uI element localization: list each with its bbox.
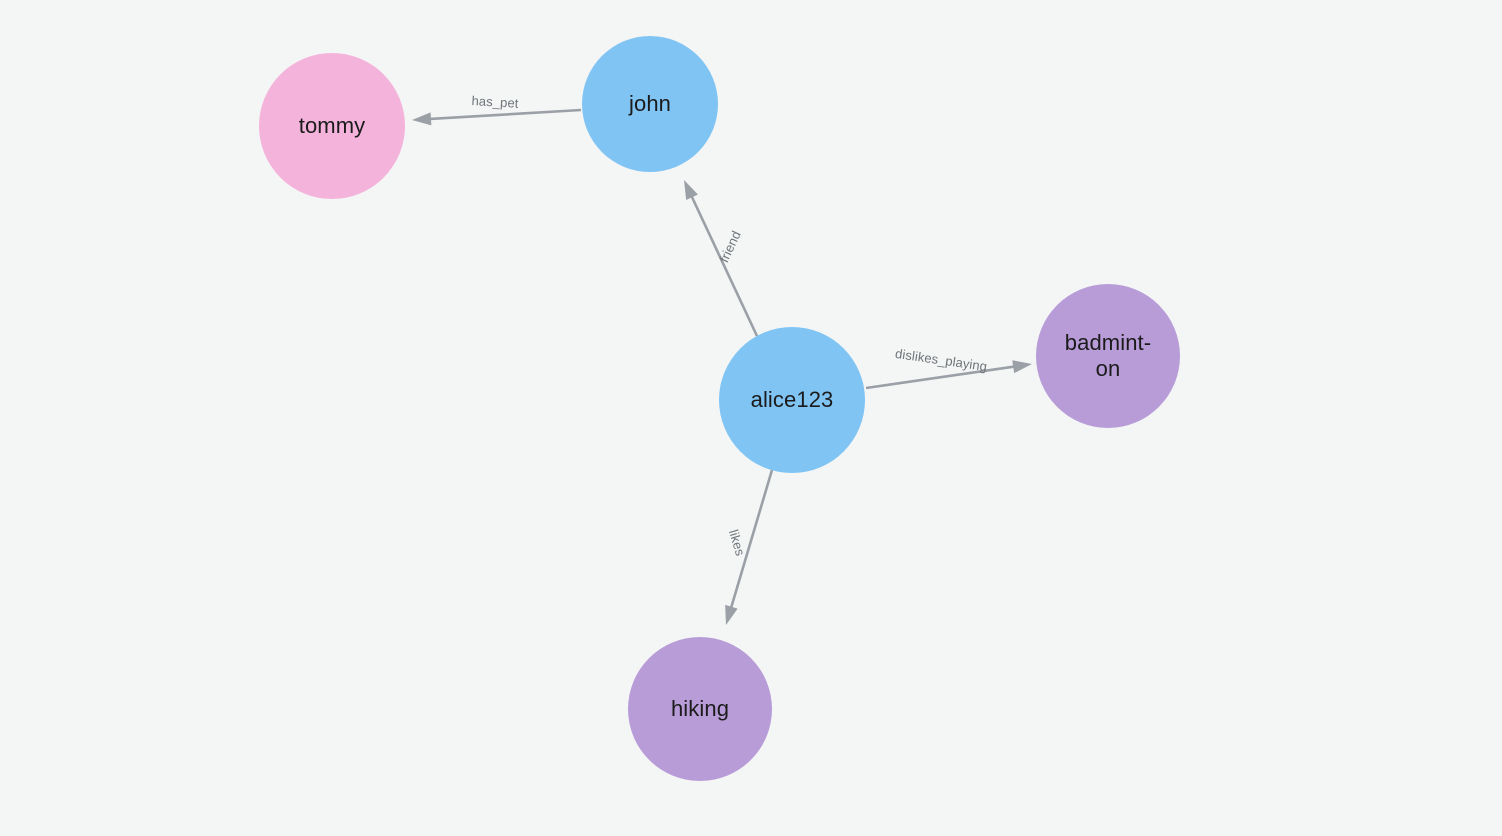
node-label-john: john	[629, 91, 671, 117]
edge-label-dislikes_playing: dislikes_playing	[894, 346, 988, 374]
node-label-tommy: tommy	[298, 113, 366, 139]
node-label-alice123: alice123	[750, 387, 834, 413]
graph-node-alice123[interactable]: alice123	[719, 327, 865, 473]
edge-arrowhead	[1012, 360, 1032, 374]
graph-node-hiking[interactable]: hiking	[628, 637, 772, 781]
edge-arrowhead	[412, 112, 432, 126]
edge-label-likes: likes	[726, 528, 748, 558]
graph-node-tommy[interactable]: tommy	[259, 53, 405, 199]
edge-arrowhead	[684, 180, 698, 200]
edge-line	[865, 365, 1017, 390]
node-label-hiking: hiking	[670, 696, 730, 722]
node-label-badminton: badmint- on	[1064, 330, 1152, 381]
edge-line	[427, 108, 582, 121]
graph-node-badminton[interactable]: badmint- on	[1036, 284, 1180, 428]
graph-edge-alice123-likes-hiking[interactable]: likes	[725, 469, 774, 625]
edge-line	[689, 193, 759, 337]
edge-label-has_pet: has_pet	[471, 93, 519, 111]
graph-edge-alice123-friend-john[interactable]: friend	[684, 180, 759, 337]
edge-line	[729, 469, 774, 611]
graph-node-john[interactable]: john	[582, 36, 718, 172]
graph-edge-alice123-dislikes_playing-badminton[interactable]: dislikes_playing	[865, 346, 1032, 390]
graph-edge-john-has_pet-tommy[interactable]: has_pet	[412, 93, 582, 126]
edge-arrowhead	[725, 604, 738, 625]
edge-label-friend: friend	[716, 228, 744, 264]
